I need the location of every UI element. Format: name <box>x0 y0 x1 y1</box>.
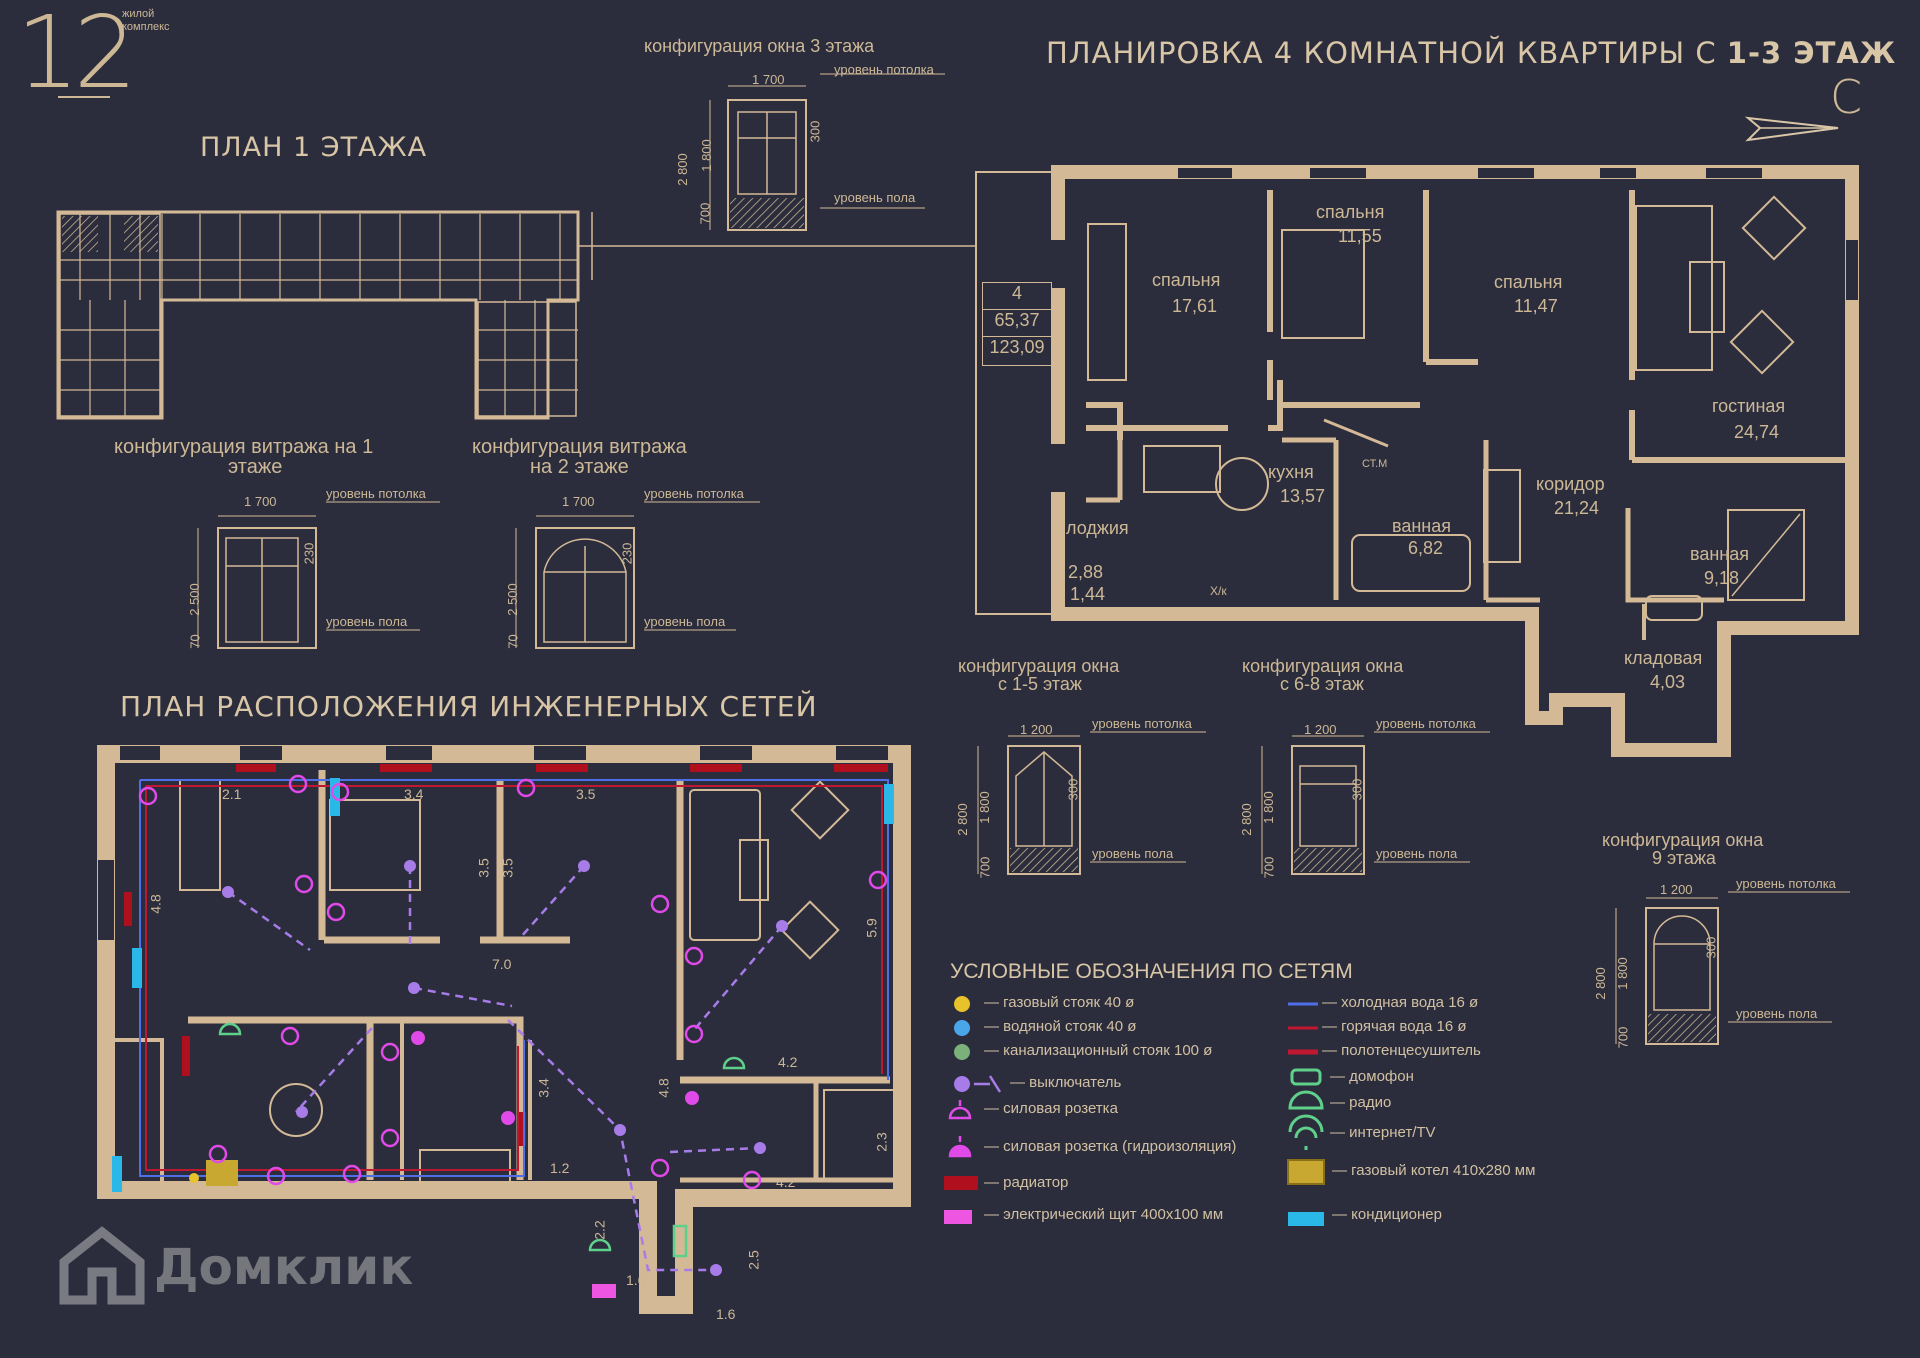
vitrage-2-top-label: уровень потолка <box>644 486 744 501</box>
window-68-title-1: конфигурация окна <box>1242 656 1404 676</box>
legend-radiator: — радиатор <box>984 1174 1069 1191</box>
legend-water-riser: — водяной стояк 40 ø <box>984 1018 1137 1035</box>
vitrage-2-title-1: конфигурация витража <box>472 436 687 458</box>
vitrage-1-top-label: уровень потолка <box>326 486 426 501</box>
legend-socket: — силовая розетка <box>984 1100 1118 1117</box>
room-bath-1-name: ванная <box>1392 516 1452 536</box>
vitrage-2-title-2: на 2 этаже <box>530 456 629 478</box>
room-bedroom-2-area: 11,55 <box>1338 226 1382 246</box>
window-9-top-label: уровень потолка <box>1736 876 1836 891</box>
room-bedroom-1-area: 17,61 <box>1172 296 1218 316</box>
legend-towel-dryer: — полотенцесушитель <box>1322 1042 1481 1059</box>
eng-dim-1: 2.1 <box>222 786 242 802</box>
legend-internet-tv: — интернет/TV <box>1330 1124 1436 1141</box>
legend-electric-panel: — электрический щит 400х100 мм <box>984 1206 1224 1223</box>
floor1-plan-title: ПЛАН 1 ЭТАЖА <box>200 132 428 163</box>
room-storage-name: кладовая <box>1624 648 1703 668</box>
logo-underline <box>58 96 110 98</box>
room-bedroom-3-area: 11,47 <box>1514 296 1558 316</box>
eng-dim-3: 3.5 <box>576 786 596 802</box>
window-68-width: 1 200 <box>1304 722 1337 737</box>
window-68-top-label: уровень потолка <box>1376 716 1476 731</box>
eng-dim-7: 7.0 <box>492 956 512 972</box>
room-corridor-name: коридор <box>1536 474 1605 494</box>
legend-radio: — радио <box>1330 1094 1392 1111</box>
vitrage-2-width: 1 700 <box>562 494 595 509</box>
logo-line1: жилой <box>122 8 155 20</box>
label-stm: СТ.М <box>1362 458 1388 470</box>
watermark-text: Домклик <box>154 1238 414 1296</box>
room-corridor-area: 21,24 <box>1554 498 1600 518</box>
window-15-top-label: уровень потолка <box>1092 716 1192 731</box>
legend-socket-waterproof: — силовая розетка (гидроизоляция) <box>984 1138 1237 1155</box>
window-9-bottom-label: уровень пола <box>1736 1006 1818 1021</box>
window-9-title-2: 9 этажа <box>1652 848 1716 868</box>
eng-dim-16: 1.6 <box>626 1272 646 1288</box>
window-15-title-2: с 1-5 этаж <box>998 674 1082 694</box>
room-kitchen-area: 13,57 <box>1280 486 1326 506</box>
logo-number: 12 <box>16 0 137 111</box>
window-3-top-label: уровень потолка <box>834 62 934 77</box>
eng-dim-10: 4.2 <box>778 1054 798 1070</box>
label-xk: Х/к <box>1210 584 1227 598</box>
badge-living: 65,37 <box>983 310 1051 337</box>
window-3-bottom-label: уровень пола <box>834 190 916 205</box>
room-storage-area: 4,03 <box>1650 672 1686 692</box>
legend-gas-riser: — газовый стояк 40 ø <box>984 994 1135 1011</box>
legend-intercom: — домофон <box>1330 1068 1414 1085</box>
window-68-title-2: с 6-8 этаж <box>1280 674 1364 694</box>
eng-dim-18: 1.6 <box>716 1306 736 1322</box>
page-title-main: ПЛАНИРОВКА 4 КОМНАТНОЙ КВАРТИРЫ С <box>1046 36 1727 70</box>
legend-hot-water: — горячая вода 16 ø <box>1322 1018 1467 1035</box>
compass-letter: С <box>1830 70 1863 124</box>
room-bedroom-2-name: спальня <box>1316 202 1385 222</box>
badge-total: 123,09 <box>989 337 1045 357</box>
apartment-badge: 4 65,37 123,09 <box>982 282 1052 366</box>
room-bedroom-3-name: спальня <box>1494 272 1563 292</box>
window-15-bottom-label: уровень пола <box>1092 846 1174 861</box>
window-3-title: конфигурация окна 3 этажа <box>644 36 875 56</box>
window-15-width: 1 200 <box>1020 722 1053 737</box>
legend-gas-boiler: — газовый котел 410х280 мм <box>1332 1162 1536 1179</box>
room-kitchen-name: кухня <box>1268 462 1314 482</box>
page-title-bold: 1-3 ЭТАЖ <box>1726 36 1897 70</box>
vitrage-1-title-1: конфигурация витража на 1 <box>114 436 374 458</box>
window-3-width: 1 700 <box>752 72 785 87</box>
eng-dim-2: 3.4 <box>404 786 424 802</box>
vitrage-1-title-2: этаже <box>228 456 283 478</box>
room-loggia-name: лоджия <box>1066 518 1129 538</box>
vitrage-2-bottom-label: уровень пола <box>644 614 726 629</box>
logo-line2: комплекс <box>122 21 170 33</box>
engineering-plan-title: ПЛАН РАСПОЛОЖЕНИЯ ИНЖЕНЕРНЫХ СЕТЕЙ <box>120 690 818 723</box>
badge-rooms: 4 <box>983 283 1051 310</box>
vitrage-1-width: 1 700 <box>244 494 277 509</box>
window-68-bottom-label: уровень пола <box>1376 846 1458 861</box>
window-9-width: 1 200 <box>1660 882 1693 897</box>
legend-switch: — выключатель <box>1010 1074 1122 1091</box>
eng-dim-14: 4.2 <box>776 1174 796 1190</box>
legend-cold-water: — холодная вода 16 ø <box>1322 994 1479 1011</box>
window-9-title-1: конфигурация окна <box>1602 830 1764 850</box>
room-living-name: гостиная <box>1712 396 1786 416</box>
legend-air-conditioner: — кондиционер <box>1332 1206 1442 1223</box>
window-15-title-1: конфигурация окна <box>958 656 1120 676</box>
legend-sewer-riser: — канализационный стояк 100 ø <box>984 1042 1213 1059</box>
room-bath-2-name: ванная <box>1690 544 1750 564</box>
room-loggia-area-2: 1,44 <box>1070 584 1106 604</box>
room-bath-1-area: 6,82 <box>1408 538 1444 558</box>
eng-dim-12: 1.2 <box>550 1160 570 1176</box>
room-living-area: 24,74 <box>1734 422 1780 442</box>
page-title: ПЛАНИРОВКА 4 КОМНАТНОЙ КВАРТИРЫ С 1-3 ЭТ… <box>1046 36 1896 70</box>
room-loggia-area: 2,88 <box>1068 562 1104 582</box>
legend-title: УСЛОВНЫЕ ОБОЗНАЧЕНИЯ ПО СЕТЯМ <box>950 960 1353 983</box>
vitrage-1-bottom-label: уровень пола <box>326 614 408 629</box>
room-bedroom-1-name: спальня <box>1152 270 1221 290</box>
room-bath-2-area: 9,18 <box>1704 568 1740 588</box>
